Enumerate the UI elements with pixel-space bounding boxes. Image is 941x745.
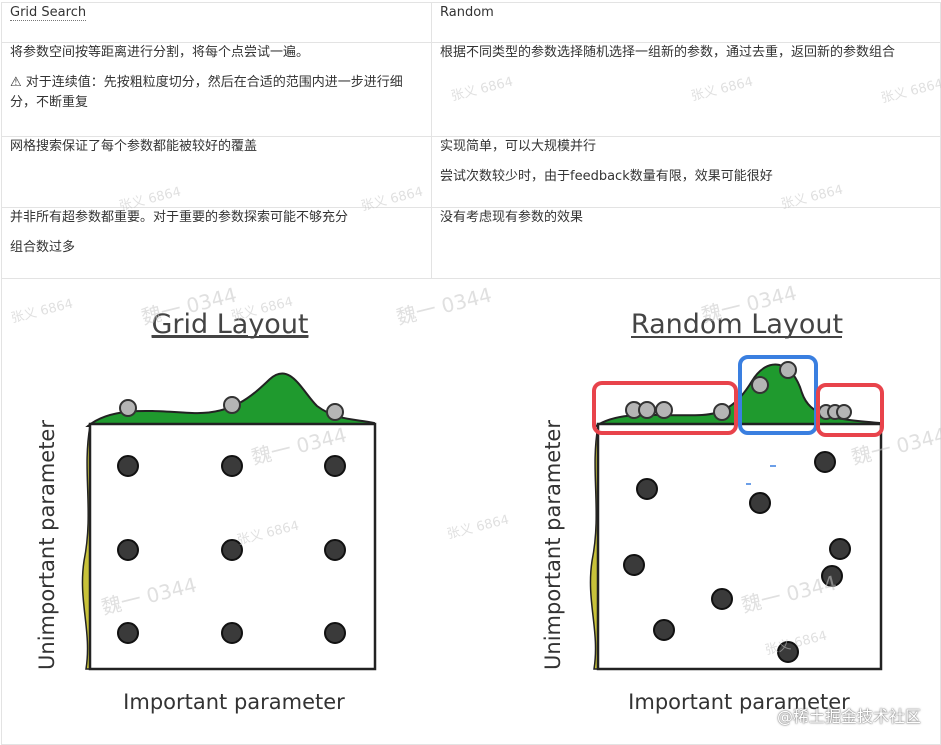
grid-point — [324, 539, 346, 561]
random-point — [623, 554, 645, 576]
random-x-label: Important parameter — [628, 690, 850, 714]
random-y-label: Unimportant parameter — [541, 420, 565, 670]
cell-grid-description: 将参数空间按等距离进行分割，将每个点尝试一遍。 ⚠ 对于连续值：先按粗粒度切分，… — [1, 42, 432, 137]
cell-text: 将参数空间按等距离进行分割，将每个点尝试一遍。 — [10, 45, 310, 60]
cell-text: 网格搜索保证了每个参数都能被较好的覆盖 — [10, 139, 258, 154]
random-top-point — [836, 404, 852, 420]
random-layout-title: Random Layout — [631, 309, 843, 340]
cell-text: ⚠ 对于连续值：先按粗粒度切分，然后在合适的范围内进一步进行细分，不断重复 — [10, 75, 403, 110]
grid-top-point — [326, 403, 344, 421]
grid-vs-random-figure: Grid Layout Important parameter Unimport… — [35, 309, 884, 714]
grid-y-label: Unimportant parameter — [35, 420, 59, 670]
cell-random-cons: 没有考虑现有参数的效果 — [431, 207, 941, 279]
random-point — [653, 619, 675, 641]
highlight-box-red-left — [592, 381, 738, 435]
random-point — [636, 478, 658, 500]
grid-point — [324, 622, 346, 644]
cell-grid-pros: 网格搜索保证了每个参数都能被较好的覆盖 — [1, 136, 432, 208]
grid-layout-panel: Grid Layout Important parameter Unimport… — [35, 309, 377, 714]
grid-point — [117, 539, 139, 561]
random-side-curve — [589, 425, 599, 670]
header-grid-search: Grid Search — [1, 2, 432, 43]
random-top-point — [638, 401, 656, 419]
random-point — [829, 538, 851, 560]
brand-watermark: @稀土掘金技术社区 — [776, 707, 921, 726]
random-point — [814, 451, 836, 473]
cell-text: 根据不同类型的参数选择随机选择一组新的参数，通过去重，返回新的参数组合 — [440, 45, 896, 60]
grid-point — [221, 539, 243, 561]
table-header-row: Grid Search Random — [1, 2, 941, 43]
table-row-description: 将参数空间按等距离进行分割，将每个点尝试一遍。 ⚠ 对于连续值：先按粗粒度切分，… — [1, 42, 941, 137]
grid-point — [117, 622, 139, 644]
grid-point — [117, 455, 139, 477]
random-point — [711, 588, 733, 610]
cell-text: 没有考虑现有参数的效果 — [440, 210, 584, 225]
cell-text: 组合数过多 — [10, 240, 76, 255]
table-row-pros: 网格搜索保证了每个参数都能被较好的覆盖 实现简单，可以大规模并行 尝试次数较少时… — [1, 136, 941, 208]
grid-side-curve — [81, 425, 91, 670]
table-row-cons: 并非所有超参数都重要。对于重要的参数探索可能不够充分 组合数过多 没有考虑现有参… — [1, 207, 941, 279]
cell-random-description: 根据不同类型的参数选择随机选择一组新的参数，通过去重，返回新的参数组合 — [431, 42, 941, 137]
header-random: Random — [431, 2, 941, 43]
random-top-point — [655, 401, 673, 419]
grid-point — [324, 455, 346, 477]
grid-top-point — [223, 396, 241, 414]
random-top-point — [751, 376, 769, 394]
random-top-point — [713, 403, 731, 421]
grid-point — [221, 455, 243, 477]
cell-text: 尝试次数较少时，由于feedback数量有限，效果可能很好 — [440, 169, 773, 184]
random-point — [777, 641, 799, 663]
grid-layout-title: Grid Layout — [151, 309, 308, 340]
cell-random-pros: 实现简单，可以大规模并行 尝试次数较少时，由于feedback数量有限，效果可能… — [431, 136, 941, 208]
highlight-box-red-right — [816, 383, 884, 437]
random-point — [749, 492, 771, 514]
random-top-point — [779, 361, 797, 379]
grid-top-point — [119, 399, 137, 417]
random-point — [821, 565, 843, 587]
cell-text: 实现简单，可以大规模并行 — [440, 139, 597, 154]
cell-grid-cons: 并非所有超参数都重要。对于重要的参数探索可能不够充分 组合数过多 — [1, 207, 432, 279]
grid-point — [221, 622, 243, 644]
grid-x-label: Important parameter — [123, 690, 345, 714]
cell-text: 并非所有超参数都重要。对于重要的参数探索可能不够充分 — [10, 210, 349, 225]
random-layout-panel: Random Layout Importa — [541, 309, 884, 714]
